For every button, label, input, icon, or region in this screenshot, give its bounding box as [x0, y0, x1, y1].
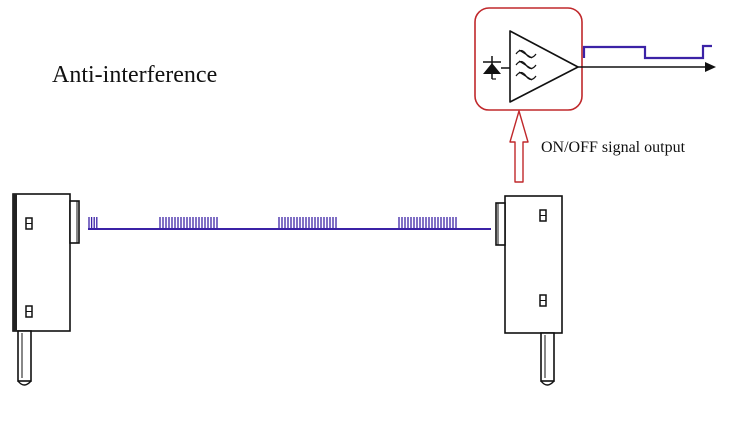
photodiode-icon — [483, 56, 501, 80]
receiver-sensor — [495, 195, 563, 386]
output-caption: ON/OFF signal output — [541, 139, 686, 156]
filter-icon — [515, 49, 537, 81]
pulsed-signal — [88, 217, 491, 230]
pulse-burst — [278, 217, 337, 229]
emitter-cable — [17, 330, 32, 386]
output-waveform — [582, 44, 712, 60]
pulse-burst — [88, 217, 98, 229]
amplifier-icon — [509, 30, 579, 103]
pulse-burst — [398, 217, 457, 229]
pulse-burst — [159, 217, 218, 229]
emitter-sensor — [12, 193, 80, 386]
diagram-title: Anti-interference — [52, 62, 218, 88]
receiver-cable — [540, 332, 555, 386]
output-arrow — [578, 62, 716, 72]
signal-up-arrow — [509, 110, 529, 183]
